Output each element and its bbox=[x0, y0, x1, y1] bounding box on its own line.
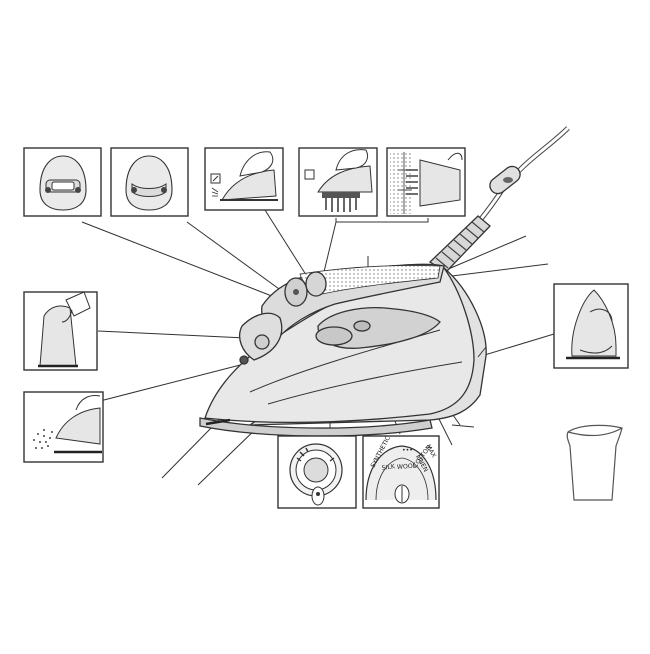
mist-dots bbox=[33, 429, 53, 449]
measuring-cup bbox=[566, 424, 623, 501]
cord-grip-spot bbox=[503, 177, 513, 183]
leader-line-panel4 bbox=[322, 221, 337, 277]
panel-steam-dial bbox=[277, 435, 357, 509]
label-wool: WOOL bbox=[397, 463, 417, 471]
soleplate bbox=[199, 417, 433, 437]
steam-knob-body bbox=[353, 320, 371, 332]
leader-line-cord2 bbox=[443, 263, 549, 278]
leader-line-panel6 bbox=[97, 330, 247, 339]
spray-nozzle bbox=[239, 355, 249, 365]
leader-line-panel1 bbox=[81, 221, 283, 301]
panel-spray-mist bbox=[23, 391, 104, 463]
leader-line-panel3 bbox=[264, 209, 309, 279]
temperature-dial-body bbox=[315, 326, 353, 346]
panel-fill-water bbox=[23, 291, 98, 371]
cord-ribs bbox=[435, 221, 485, 269]
panel-steam-burst bbox=[298, 147, 378, 217]
label-silk: SILK bbox=[381, 463, 396, 472]
leader-line-cord1 bbox=[445, 235, 527, 271]
body-panel-line bbox=[249, 329, 441, 393]
soleplate-edge bbox=[205, 418, 231, 426]
short-leaders bbox=[451, 346, 487, 428]
panel-dial-front-1 bbox=[23, 147, 102, 217]
leader-line-panel7 bbox=[99, 362, 249, 402]
panel-vertical-steam bbox=[386, 147, 466, 217]
leader-line-panel8 bbox=[477, 333, 555, 358]
steam-iron bbox=[199, 126, 570, 437]
label-dots: ••• bbox=[402, 447, 413, 454]
leader-line-panel4-5 bbox=[335, 218, 429, 223]
water-fill-cap bbox=[254, 334, 270, 350]
panel-temperature-dial: SYNTHETIC SILK WOOL COTTON LINEN MAX ••• bbox=[362, 435, 440, 509]
button-dot bbox=[293, 289, 299, 295]
panel-iron-upright bbox=[553, 283, 629, 369]
panel-spray-button bbox=[204, 147, 284, 211]
steam-dial-ticks bbox=[296, 447, 335, 462]
panel-dial-front-2 bbox=[110, 147, 189, 217]
burst-button bbox=[305, 271, 327, 297]
leader-line-panel2 bbox=[186, 221, 287, 295]
body-panel-line-2 bbox=[267, 361, 463, 405]
